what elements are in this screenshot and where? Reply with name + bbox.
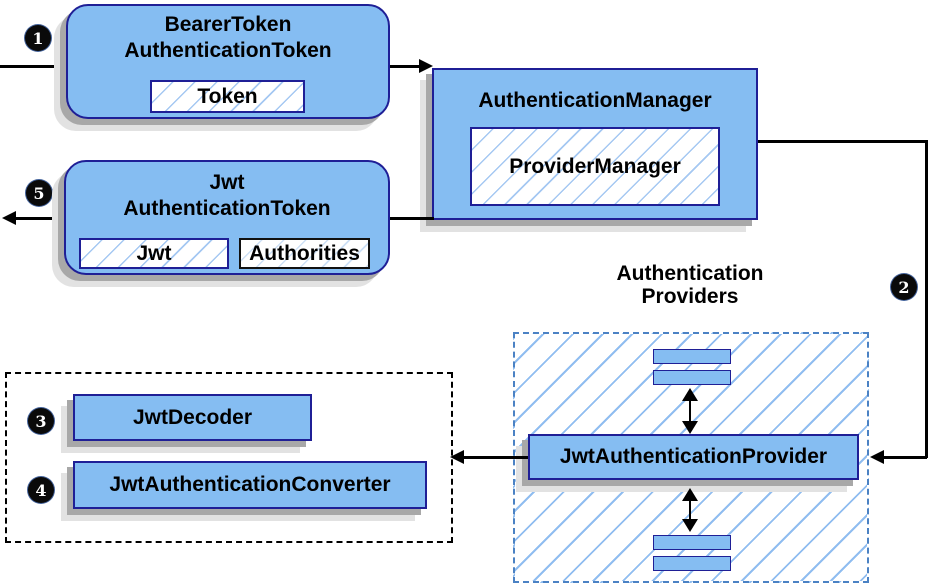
manager-to-jwt-token-line [390,217,434,220]
other-provider-bar [653,370,731,385]
bearer-token-authentication-token-node: BearerToken AuthenticationToken Token [66,4,390,119]
step-1-badge: 1 [25,25,51,51]
jwt-field: Jwt [79,238,229,269]
step-2-badge: 2 [891,274,917,300]
step-4-badge: 4 [28,477,54,503]
providers-link-arrow-icon [682,488,698,532]
providers-label-line1: Authentication [616,262,764,285]
decoder-arrowhead-icon [450,450,464,464]
decoder-group [5,372,453,543]
providers-link-arrow-icon [682,388,698,434]
jwt-decoder-node: JwtDecoder [73,394,312,441]
providers-group-label: Authentication Providers [540,262,840,308]
manager-to-providers-line-vertical [925,140,928,458]
outgoing-result-line [14,217,64,220]
manager-to-providers-line-bottom [884,456,927,459]
authorities-field: Authorities [239,238,370,269]
bearer-token-title-line1: BearerToken [164,13,292,36]
providers-label-line2: Providers [641,285,739,308]
other-provider-bar [653,349,731,364]
jwt-token-title-line2: AuthenticationToken [123,197,331,220]
provider-to-decoder-line [464,456,528,459]
other-provider-bar [653,556,731,571]
jwt-authentication-token-node: Jwt AuthenticationToken Jwt Authorities [64,160,390,275]
other-provider-bar [653,535,731,550]
token-field: Token [150,80,305,113]
manager-to-providers-line-top [758,140,928,143]
authentication-manager-title: AuthenticationManager [478,89,712,112]
jwt-authentication-provider-node: JwtAuthenticationProvider [528,434,859,480]
step-5-badge: 5 [26,180,52,206]
jwt-token-title-line1: Jwt [209,171,245,194]
provider-manager-field: ProviderManager [470,127,720,206]
incoming-request-line [0,65,67,68]
bearer-to-manager-line [390,65,422,68]
bearer-token-title-line2: AuthenticationToken [124,39,332,62]
authentication-manager-node: AuthenticationManager ProviderManager [432,68,758,220]
outgoing-result-arrowhead-icon [2,211,16,225]
bearer-to-manager-arrowhead-icon [419,59,433,73]
jwt-authentication-converter-node: JwtAuthenticationConverter [73,461,427,509]
providers-arrowhead-icon [870,450,884,464]
step-3-badge: 3 [28,408,54,434]
